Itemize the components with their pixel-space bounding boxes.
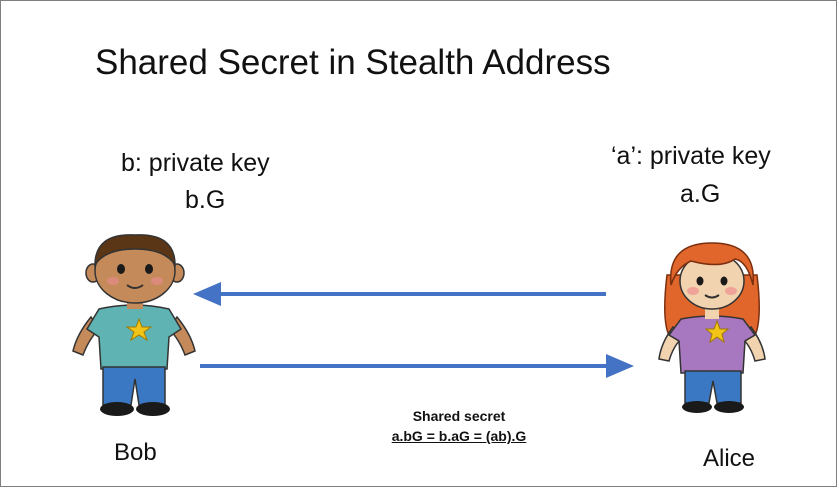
slide-title: Shared Secret in Stealth Address [95,43,611,82]
girl-character-icon [658,242,766,413]
arrow-right-icon [200,354,634,378]
bob-public-key-label: b.G [185,186,226,214]
boy-character-icon [72,234,196,416]
bob-private-key-label: b: private key [121,149,270,177]
alice-public-key-label: a.G [680,180,721,208]
alice-private-key-label: ‘a’: private key [611,142,771,170]
alice-name-label: Alice [703,445,756,472]
bob-name-label: Bob [114,439,157,466]
shared-secret-block: Shared secret a.bG = b.aG = (ab).G [339,406,579,446]
shared-secret-caption: Shared secret [412,408,506,424]
arrow-left-icon [193,282,606,306]
shared-secret-equation: a.bG = b.aG = (ab).G [391,428,527,444]
